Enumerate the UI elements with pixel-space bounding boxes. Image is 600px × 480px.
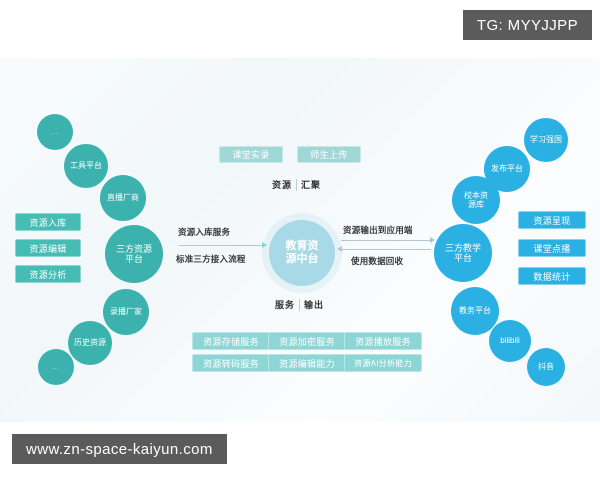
right-circle-douyin[interactable]: 抖音 (527, 348, 565, 386)
section-label-top-right: 汇聚 (301, 180, 322, 190)
section-label-top: 资源 汇聚 (272, 178, 321, 191)
bottom-box-2[interactable]: 资源播放服务 (344, 332, 422, 350)
diagram-card: 课堂实录 师生上传 资源 汇聚 教育资源中台 … 工具平台 直播厂商 三方资源平… (0, 58, 600, 422)
section-label-top-left: 资源 (272, 180, 293, 190)
bottom-box-1[interactable]: 资源加密服务 (268, 332, 346, 350)
right-circle-6-label: 抖音 (538, 362, 554, 372)
right-circle-4-label: 教务平台 (459, 306, 491, 316)
left-box-0[interactable]: 资源入库 (15, 213, 81, 231)
arrow-right-line-out (341, 240, 431, 241)
top-box-0[interactable]: 课堂实录 (219, 146, 283, 163)
left-circle-2-label: 直播厂商 (107, 193, 139, 203)
top-box-1[interactable]: 师生上传 (297, 146, 361, 163)
watermark-top-right: TG: MYYJJPP (462, 10, 592, 40)
right-circle-1-label: 发布平台 (491, 164, 523, 174)
arrow-left-top-label: 资源入库服务 (178, 227, 231, 237)
arrow-right-head-out (430, 237, 435, 243)
bottom-box-0[interactable]: 资源存储服务 (192, 332, 270, 350)
bottom-box-5[interactable]: 资源AI分析能力 (344, 354, 422, 372)
left-box-2[interactable]: 资源分析 (15, 265, 81, 283)
right-circle-2-label: 校本资源库 (464, 190, 488, 209)
section-label-bottom-right: 输出 (304, 300, 325, 310)
arrow-right-top-label: 资源输出到应用端 (343, 225, 413, 235)
arrow-right: 资源输出到应用端 使用数据回收 (337, 224, 435, 270)
left-circle-6-label: … (51, 362, 61, 372)
right-circle-academic-affairs-platform[interactable]: 教务平台 (451, 287, 499, 335)
arrow-right-bottom-label: 使用数据回收 (351, 256, 404, 266)
right-circle-xuexi-qiangguo[interactable]: 学习强国 (524, 118, 568, 162)
left-circle-3-label: 三方资源平台 (115, 243, 152, 264)
right-box-2[interactable]: 数据统计 (518, 267, 586, 285)
hub-label: 教育资源中台 (285, 240, 319, 265)
left-circle-0-label: … (50, 127, 60, 137)
section-label-bottom: 服务 输出 (275, 298, 324, 311)
bottom-box-4[interactable]: 资源编辑能力 (268, 354, 346, 372)
arrow-left-bottom-label: 标准三方接入流程 (176, 254, 246, 264)
section-divider-top (296, 178, 298, 191)
right-circle-3-label: 三方教学平台 (444, 242, 481, 263)
left-circle-1-label: 工具平台 (70, 161, 102, 171)
right-box-0[interactable]: 资源呈现 (518, 211, 586, 229)
left-circle-5-label: 历史资源 (74, 338, 106, 348)
arrow-left-line (179, 245, 263, 246)
left-circle-recording-vendor[interactable]: 录播厂家 (103, 289, 149, 335)
right-circle-0-label: 学习强国 (530, 135, 562, 145)
hub-circle[interactable]: 教育资源中台 (269, 220, 335, 286)
arrow-left: 资源入库服务 标准三方接入流程 (176, 226, 267, 268)
section-label-bottom-left: 服务 (275, 300, 296, 310)
left-box-1[interactable]: 资源编辑 (15, 239, 81, 257)
arrow-right-line-in (341, 249, 431, 250)
left-circle-4-label: 录播厂家 (110, 307, 142, 317)
left-circle-ellipsis-top[interactable]: … (37, 114, 73, 150)
right-circle-school-resource-library[interactable]: 校本资源库 (452, 176, 500, 224)
left-circle-third-party-resource-platform[interactable]: 三方资源平台 (105, 225, 163, 283)
arrow-right-head-in (337, 246, 342, 252)
watermark-bottom-left: www.zn-space-kaiyun.com (12, 434, 227, 464)
right-circle-third-party-teaching-platform[interactable]: 三方教学平台 (434, 224, 492, 282)
right-circle-bilibili[interactable]: bilibili (489, 320, 531, 362)
bottom-box-3[interactable]: 资源转码服务 (192, 354, 270, 372)
section-divider-bottom (299, 298, 301, 311)
left-circle-ellipsis-bottom[interactable]: … (38, 349, 74, 385)
right-circle-5-label: bilibili (500, 336, 520, 346)
left-circle-live-vendor[interactable]: 直播厂商 (100, 175, 146, 221)
left-circle-historical-resource[interactable]: 历史资源 (68, 321, 112, 365)
left-circle-tool-platform[interactable]: 工具平台 (64, 144, 108, 188)
right-box-1[interactable]: 课堂点播 (518, 239, 586, 257)
arrow-left-head (262, 242, 267, 248)
